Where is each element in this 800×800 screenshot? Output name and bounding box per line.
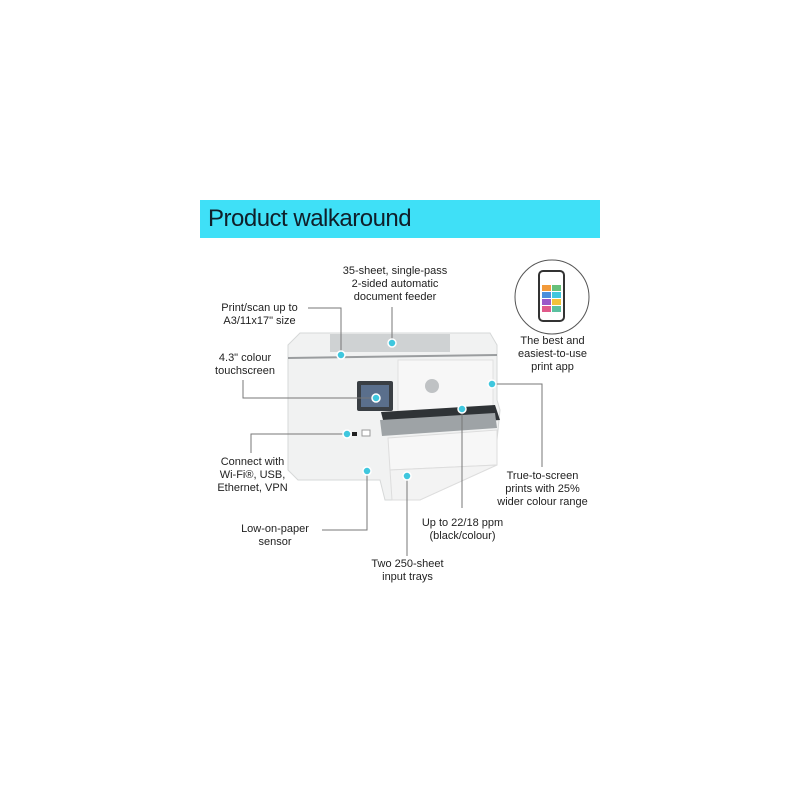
- callout-line: wider colour range: [497, 496, 588, 508]
- callout-line: 2-sided automatic: [351, 278, 439, 290]
- callout-line: Connect with: [220, 456, 285, 468]
- callout-line: Ethernet, VPN: [217, 482, 288, 494]
- callout-line: Two 250-sheet: [371, 558, 444, 570]
- callout-line: document feeder: [353, 291, 437, 303]
- page-title: Product walkaround: [208, 205, 412, 232]
- callout-line: Up to 22/18 ppm: [421, 517, 504, 529]
- app-circle: [514, 259, 590, 335]
- printer-illustration: [287, 332, 501, 501]
- callout-line: easiest-to-use: [517, 348, 588, 360]
- callout-line: 35-sheet, single-pass: [342, 265, 448, 277]
- callout-line: 4.3" colour: [218, 352, 272, 364]
- callout-line: (black/colour): [429, 530, 496, 542]
- callout-line: True-to-screen: [506, 470, 579, 482]
- callout-line: Print/scan up to: [221, 302, 298, 314]
- callout-ppm: Up to 22/18 ppm(black/colour): [415, 517, 510, 543]
- callout-line: touchscreen: [215, 365, 275, 377]
- hp-logo-icon: [425, 379, 439, 393]
- callout-line: The best and: [520, 335, 585, 347]
- callout-line: Low-on-paper: [241, 523, 309, 535]
- callout-line: sensor: [258, 536, 292, 548]
- callout-lines: [242, 307, 543, 556]
- callout-line: prints with 25%: [505, 483, 580, 495]
- callout-line: A3/11x17" size: [223, 315, 296, 327]
- callout-dots: [336, 338, 497, 481]
- callout-line: Wi-Fi®, USB,: [219, 469, 286, 481]
- callout-line: print app: [531, 361, 574, 373]
- title-banner: Product walkaround: [200, 200, 600, 238]
- callout-line: input trays: [382, 571, 433, 583]
